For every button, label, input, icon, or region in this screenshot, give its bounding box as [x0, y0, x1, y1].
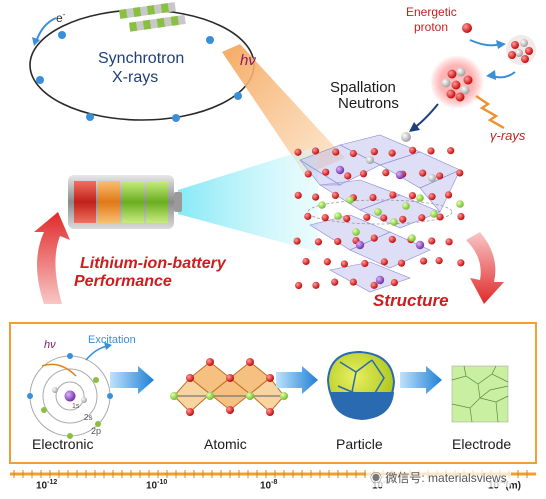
atomic-lattice	[170, 358, 288, 416]
hv-label: hν	[240, 52, 256, 69]
neutrons-label: Neutrons	[338, 95, 399, 112]
target-nucleus	[486, 35, 536, 80]
axis-tick-2-exp: -8	[271, 479, 278, 486]
electrode-mesh	[451, 365, 509, 423]
xrays-label: X-rays	[112, 69, 159, 86]
wechat-icon: ◉	[370, 471, 383, 485]
axis-tick-0-exp: -12	[47, 479, 58, 486]
electron-charge: -	[62, 10, 66, 19]
undulator-magnets	[119, 2, 186, 32]
electron-symbol: e	[56, 11, 63, 25]
performance-label-line1: Lithium-ion-battery	[80, 255, 226, 272]
scale-arrows	[110, 366, 442, 394]
scale-item-electronic: Electronic	[32, 436, 94, 452]
orbital-2s-label: 2s	[84, 413, 93, 422]
structure-label: Structure	[373, 291, 449, 310]
axis-tick-1: 10-10	[146, 479, 167, 491]
orbital-1s-label: 1s	[72, 403, 80, 410]
probe-beam-cyan	[178, 146, 318, 252]
scale-hv-label: hν	[44, 339, 56, 351]
electron-label: e-	[56, 10, 65, 25]
spallation-nucleus	[430, 55, 484, 109]
orbital-2p-label: 2p	[91, 426, 102, 436]
neutron-path	[401, 103, 439, 142]
watermark-text: 微信号: materialsviews	[385, 471, 507, 485]
proton-label: proton	[414, 20, 449, 34]
synchrotron-label: Synchrotron	[98, 50, 185, 67]
axis-tick-1-exp: -10	[157, 479, 168, 486]
watermark: ◉ 微信号: materialsviews	[366, 468, 511, 487]
axis-tick-2: 10-8	[260, 479, 277, 491]
scale-item-electrode: Electrode	[452, 436, 512, 452]
crystal-structure	[293, 134, 465, 293]
electronic-atom	[27, 342, 113, 439]
spallation-label: Spallation	[330, 79, 396, 96]
performance-label-line2: Performance	[74, 273, 172, 290]
particle-grain	[326, 350, 396, 420]
gamma-rays-label: γ-rays	[490, 128, 526, 143]
structure-arrow	[466, 232, 504, 304]
performance-arrow	[34, 212, 70, 304]
axis-tick-0: 10-12	[36, 479, 57, 491]
axis-tick-0-base: 10	[36, 480, 48, 492]
scale-item-particle: Particle	[336, 436, 383, 452]
gamma-ray-zigzag	[475, 95, 505, 130]
excitation-label: Excitation	[88, 334, 136, 346]
axis-tick-1-base: 10	[146, 480, 158, 492]
axis-unit: (m)	[505, 480, 521, 492]
scales-frame	[9, 322, 537, 464]
energetic-label: Energetic	[406, 5, 457, 19]
axis-tick-2-base: 10	[260, 480, 272, 492]
scale-item-atomic: Atomic	[204, 436, 247, 452]
battery-icon	[68, 175, 182, 229]
energetic-proton	[462, 23, 506, 49]
xray-beam	[222, 44, 345, 175]
